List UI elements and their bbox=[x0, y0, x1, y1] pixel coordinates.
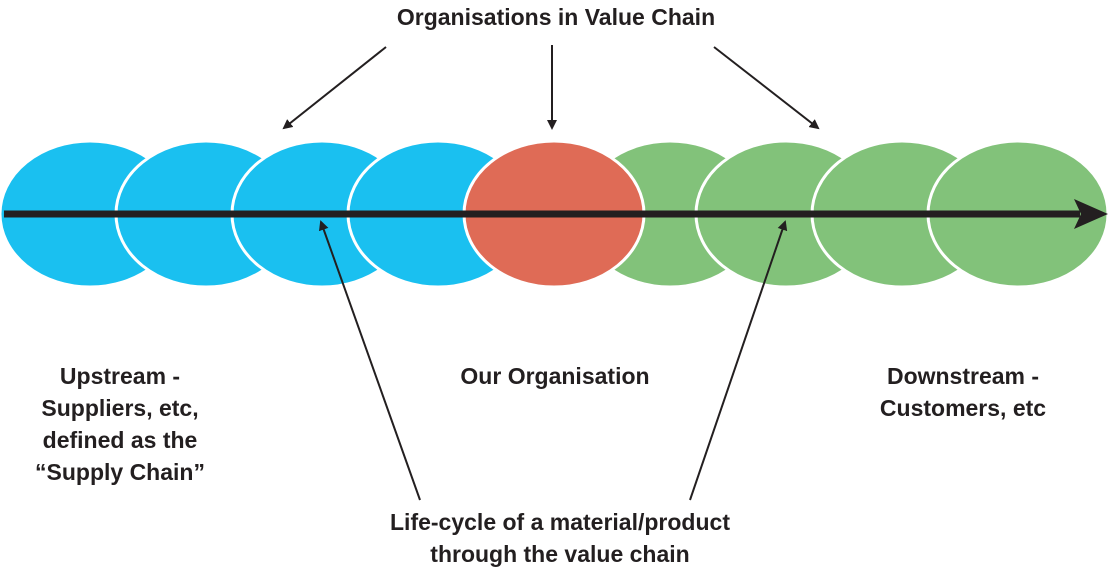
title-pointer-left bbox=[282, 46, 387, 130]
downstream-label-line: Customers, etc bbox=[879, 395, 1047, 421]
flow-arrowhead bbox=[1074, 199, 1108, 229]
upstream-label-line: Upstream - bbox=[59, 363, 181, 389]
lifecycle-pointer-right bbox=[689, 220, 788, 501]
upstream-label-line: “Supply Chain” bbox=[35, 459, 205, 485]
our-organisation-label-text: Our Organisation bbox=[460, 363, 650, 389]
lifecycle-label-line: Life-cycle of a material/product bbox=[390, 509, 730, 535]
lifecycle-label: Life-cycle of a material/product through… bbox=[300, 506, 820, 570]
diagram-title: Organisations in Value Chain bbox=[256, 1, 856, 33]
title-pointer-right bbox=[713, 46, 820, 130]
upstream-label: Upstream - Suppliers, etc, defined as th… bbox=[0, 360, 240, 488]
downstream-label-line: Downstream - bbox=[886, 363, 1040, 389]
value-chain-flow-arrow bbox=[4, 199, 1108, 229]
lifecycle-pointer-left bbox=[318, 220, 421, 501]
downstream-label: Downstream - Customers, etc bbox=[843, 360, 1083, 424]
upstream-label-line: Suppliers, etc, bbox=[41, 395, 199, 421]
our-organisation-label: Our Organisation bbox=[405, 360, 705, 392]
lifecycle-label-line: through the value chain bbox=[430, 541, 690, 567]
upstream-label-line: defined as the bbox=[42, 427, 198, 453]
diagram-title-text: Organisations in Value Chain bbox=[396, 4, 716, 30]
